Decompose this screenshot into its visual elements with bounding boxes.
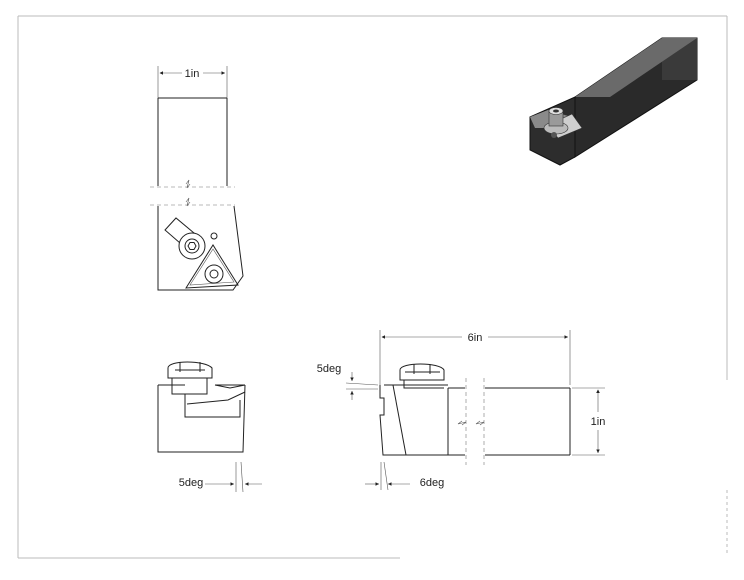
front-angle-label: 5deg	[179, 477, 203, 489]
front-view: 5deg	[157, 361, 262, 493]
side-bottom-angle-dimension: 6deg	[365, 461, 444, 491]
sheet-border	[17, 15, 728, 559]
front-angle-dimension: 5deg	[179, 461, 262, 493]
top-width-dimension: 1in	[157, 66, 228, 98]
side-bottom-angle-label: 6deg	[420, 477, 444, 489]
side-height-label: 1in	[591, 416, 606, 428]
side-top-angle-label: 5deg	[317, 363, 341, 375]
side-top-angle-dimension: 5deg	[317, 363, 379, 400]
side-height-dimension: 1in	[572, 387, 606, 456]
top-view: 1in	[150, 66, 244, 291]
isometric-view	[529, 37, 698, 166]
side-length-dimension: 6in	[379, 330, 571, 385]
side-view: 6in 5deg	[317, 330, 606, 491]
side-length-label: 6in	[468, 332, 483, 344]
top-width-label: 1in	[185, 68, 200, 80]
